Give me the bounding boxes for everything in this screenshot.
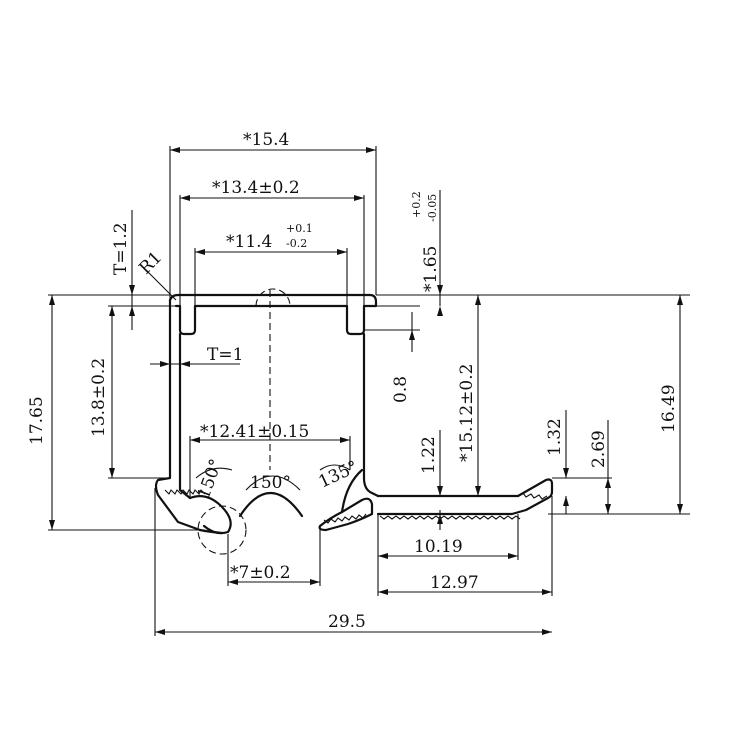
dim-tol-1-65-lower: -0.05 bbox=[426, 194, 439, 222]
dim-width-13-4: *13.4±0.2 bbox=[212, 178, 300, 198]
dim-height-13-8: 13.8±0.2 bbox=[89, 358, 109, 437]
dim-tol-11-4-lower: -0.2 bbox=[286, 237, 307, 250]
dim-tol-1-65-upper: +0.2 bbox=[410, 191, 423, 218]
dim-width-12-97: 12.97 bbox=[430, 573, 479, 593]
dimension-lines bbox=[48, 146, 690, 636]
dim-r1: R1 bbox=[135, 248, 166, 279]
dim-1-22: 1.22 bbox=[419, 436, 439, 474]
dim-width-15-4: *15.4 bbox=[243, 130, 289, 150]
dim-tol-11-4-upper: +0.1 bbox=[286, 222, 313, 235]
arrowheads bbox=[49, 147, 683, 635]
dim-gap-0-8: 0.8 bbox=[391, 376, 411, 403]
dim-width-11-4: *11.4 bbox=[226, 232, 272, 252]
dim-angle-150-center: 150° bbox=[250, 473, 291, 493]
profile-outline bbox=[154, 293, 554, 535]
dimension-labels: *15.4 *13.4±0.2 *11.4 +0.1 -0.2 T=1.2 R1… bbox=[27, 130, 679, 632]
dim-width-10-19: 10.19 bbox=[414, 537, 463, 557]
dim-angle-150-left: 150° bbox=[194, 456, 227, 501]
dim-width-29-5: 29.5 bbox=[328, 612, 366, 632]
dim-2-69: 2.69 bbox=[589, 430, 609, 468]
dim-slot-1-65: *1.65 bbox=[421, 246, 441, 292]
dim-height-16-49: 16.49 bbox=[659, 384, 679, 433]
dim-height-17-65: 17.65 bbox=[27, 396, 47, 445]
dim-height-15-12: *15.12±0.2 bbox=[457, 364, 477, 462]
dim-t-1-2: T=1.2 bbox=[111, 222, 131, 275]
dim-width-12-41: *12.41±0.15 bbox=[200, 422, 309, 442]
dim-t-1: T=1 bbox=[207, 345, 243, 365]
dim-angle-135: 135° bbox=[316, 457, 362, 492]
dim-1-32: 1.32 bbox=[545, 418, 565, 456]
dim-width-7: *7±0.2 bbox=[230, 563, 291, 583]
